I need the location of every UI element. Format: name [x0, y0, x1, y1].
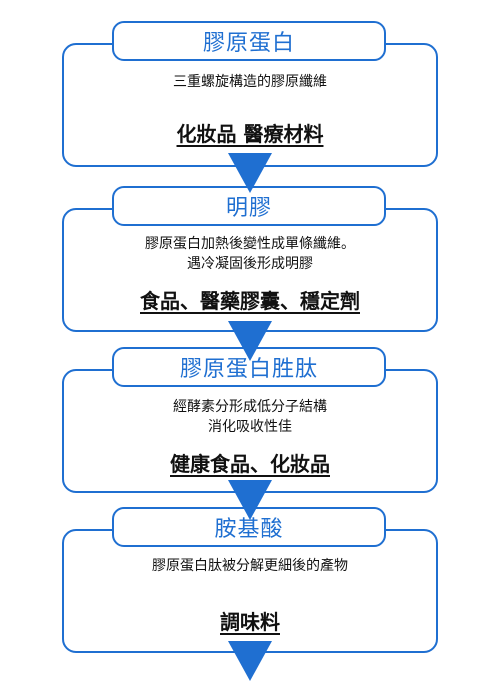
step-box-collagen-peptide	[62, 369, 438, 493]
description-line: 膠原蛋白加熱後變性成單條纖維。	[145, 236, 355, 252]
step-use-collagen: 化妝品 醫療材料	[62, 118, 438, 147]
step-description-amino-acid: 膠原蛋白肽被分解更細後的產物	[62, 556, 438, 576]
step-box-collagen	[62, 43, 438, 167]
step-use-gelatin: 食品、醫藥膠囊、穩定劑	[62, 285, 438, 314]
step-box-amino-acid	[62, 529, 438, 653]
step-description-collagen: 三重螺旋構造的膠原纖維	[62, 72, 438, 92]
use-label: 調味料	[220, 610, 280, 634]
description-line: 膠原蛋白肽被分解更細後的產物	[152, 558, 348, 574]
down-arrow-icon	[228, 480, 272, 520]
description-line: 三重螺旋構造的膠原纖維	[173, 74, 327, 90]
description-line: 遇冷凝固後形成明膠	[187, 256, 313, 272]
use-label: 化妝品 醫療材料	[176, 122, 324, 146]
description-line: 經酵素分形成低分子結構	[173, 399, 327, 415]
down-arrow-icon	[228, 321, 272, 361]
use-label: 健康食品、化妝品	[170, 452, 330, 476]
use-label: 食品、醫藥膠囊、穩定劑	[140, 289, 360, 313]
step-description-collagen-peptide: 經酵素分形成低分子結構 消化吸收性佳	[62, 397, 438, 437]
step-description-gelatin: 膠原蛋白加熱後變性成單條纖維。 遇冷凝固後形成明膠	[62, 234, 438, 274]
step-use-collagen-peptide: 健康食品、化妝品	[62, 448, 438, 477]
description-line: 消化吸收性佳	[208, 419, 292, 435]
step-use-amino-acid: 調味料	[62, 606, 438, 635]
step-title-collagen: 膠原蛋白	[112, 21, 386, 61]
step-title-collagen-peptide: 膠原蛋白胜肽	[112, 347, 386, 387]
down-arrow-icon	[228, 153, 272, 193]
down-arrow-icon	[228, 641, 272, 681]
